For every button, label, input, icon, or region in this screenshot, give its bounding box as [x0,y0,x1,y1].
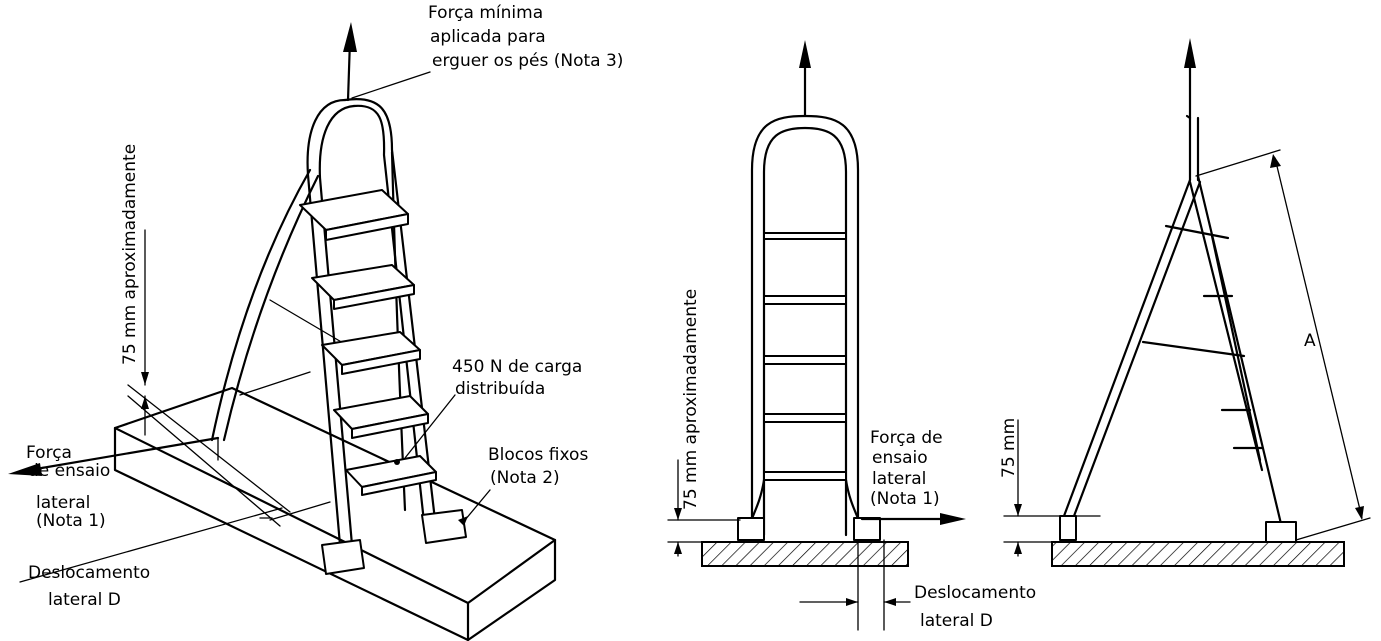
min-force-label-3: erguer os pés (Nota 3) [432,51,623,71]
front-rungs [763,232,847,481]
approx-mid-label: 75 mm aproximadamente [681,289,701,510]
displacement-mid-2: lateral D [920,611,993,631]
test-force-mid-4: (Nota 1) [870,489,940,509]
approx-left-label: 75 mm aproximadamente [120,144,140,365]
side-rungs [1141,224,1264,450]
displacement-left-1: Deslocamento [28,563,150,583]
ladder-rail-right [343,98,437,522]
test-force-mid-1: Força de [870,428,943,448]
load-label-1: 450 N de carga [452,357,582,377]
ladder-steps [299,189,437,496]
mm-right-label: 75 mm [999,418,1019,478]
min-force-label-2: aplicada para [430,27,546,47]
ladder-rail-left [306,98,347,547]
fixed-blocks [321,509,467,575]
side-view [1003,38,1371,567]
test-force-left-2: de ensaio [28,461,110,481]
load-label-2: distribuída [455,379,545,399]
isometric-view [8,22,557,641]
test-force-left-4: (Nota 1) [36,511,106,531]
displacement-left-2: lateral D [48,590,121,610]
test-force-mid-2: ensaio [872,448,928,468]
min-force-label-1: Força mínima [428,3,543,23]
displacement-mid-1: Deslocamento [914,583,1036,603]
blocks-label-2: (Nota 2) [490,468,560,488]
dimension-a-label: A [1304,331,1316,351]
side-base [1051,541,1345,567]
blocks-label-1: Blocos fixos [488,445,588,465]
rear-leg-left [210,168,312,442]
test-force-mid-3: lateral [872,469,926,489]
front-view [667,40,966,631]
front-base [701,541,909,567]
test-force-left-1: Força [26,443,72,463]
test-force-left-3: lateral [36,493,90,513]
